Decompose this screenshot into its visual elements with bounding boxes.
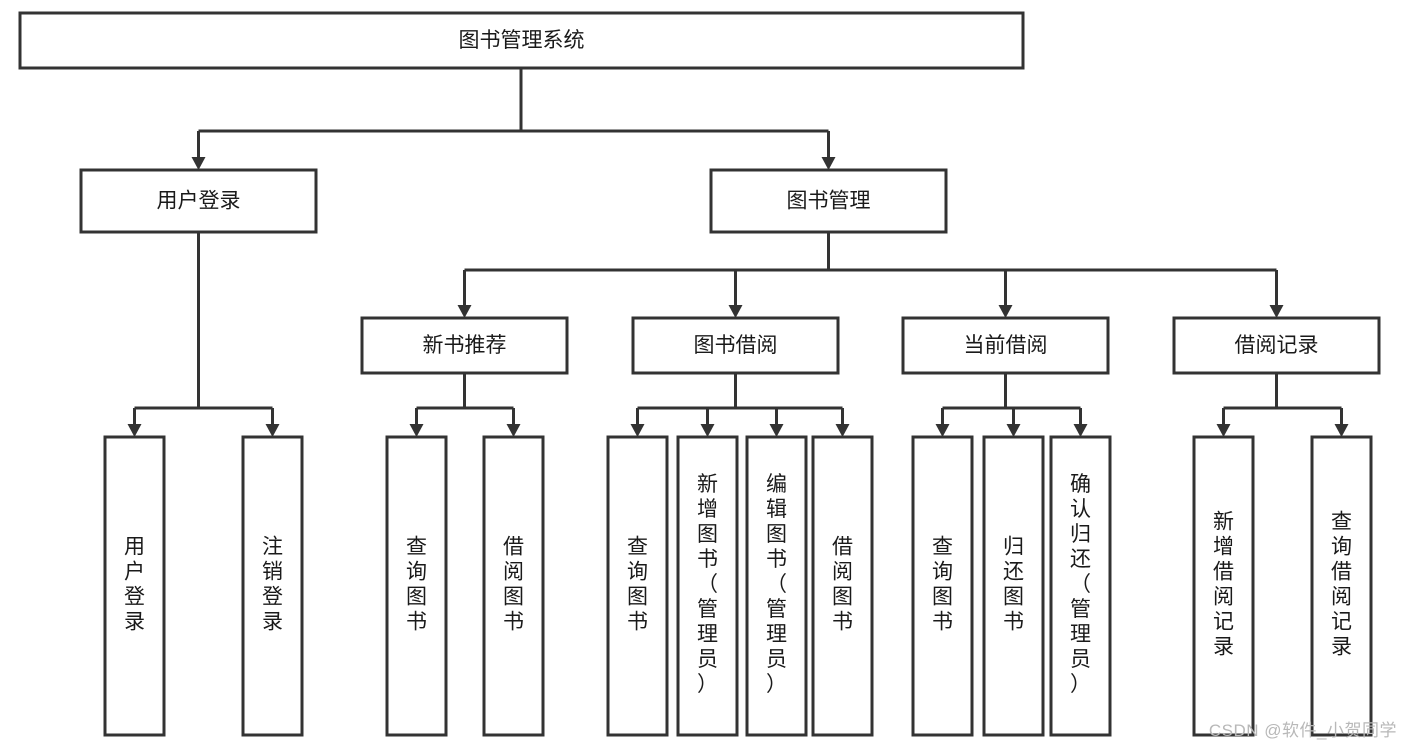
node-leaf-confirm-return-admin-label: 确认归还（管理员） <box>1070 473 1091 696</box>
edge-borrow-record-to-leaf-add-borrow-record-arrowhead <box>1216 424 1231 437</box>
node-leaf-confirm-return-admin[interactable]: 确认归还（管理员） <box>1049 435 1112 737</box>
node-leaf-query-borrow-record-box <box>1310 435 1373 737</box>
edge-user-login-to-leaf-user-login-arrowhead <box>127 424 142 437</box>
edge-new-book-recommend-to-leaf-query-book-rec-arrowhead <box>409 424 424 437</box>
node-leaf-confirm-return-admin-box <box>1049 435 1112 737</box>
edge-bookmanage-to-new-book-recommend-arrowhead <box>457 305 472 318</box>
node-leaf-return-book-label: 归还图书 <box>1003 536 1024 634</box>
node-leaf-query-book-borrow[interactable]: 查询图书 <box>606 435 669 737</box>
node-leaf-query-book-current-label: 查询图书 <box>932 536 953 634</box>
node-book-borrow-box <box>631 316 840 375</box>
nodes-layer: 图书管理系统用户登录图书管理新书推荐图书借阅当前借阅借阅记录用户登录注销登录查询… <box>18 11 1381 737</box>
node-root-box <box>18 11 1025 70</box>
edge-current-borrow-to-leaf-confirm-return-admin-arrowhead <box>1073 424 1088 437</box>
node-leaf-borrow-book-rec-box <box>482 435 545 737</box>
edge-new-book-recommend-to-leaf-borrow-book-rec-arrowhead <box>506 424 521 437</box>
edge-bookmanage-to-book-borrow-arrowhead <box>728 305 743 318</box>
edge-bookmanage-to-borrow-record-arrowhead <box>1269 305 1284 318</box>
node-leaf-user-login[interactable]: 用户登录 <box>103 435 166 737</box>
node-leaf-add-borrow-record[interactable]: 新增借阅记录 <box>1192 435 1255 737</box>
watermark-text: CSDN @软件_小贺同学 <box>1208 721 1397 740</box>
node-new-book-recommend[interactable]: 新书推荐 <box>360 316 569 375</box>
node-leaf-query-borrow-record-label: 查询借阅记录 <box>1331 511 1352 659</box>
node-leaf-user-logout-box <box>241 435 304 737</box>
edge-book-borrow-to-leaf-edit-book-admin-arrowhead <box>769 424 784 437</box>
node-book-borrow-label: 图书借阅 <box>694 334 778 357</box>
node-leaf-return-book[interactable]: 归还图书 <box>982 435 1045 737</box>
node-new-book-recommend-label: 新书推荐 <box>423 334 507 357</box>
node-leaf-add-book-admin-label: 新增图书（管理员） <box>697 473 718 696</box>
edge-borrow-record-to-leaf-query-borrow-record-arrowhead <box>1334 424 1349 437</box>
node-leaf-borrow-book-label: 借阅图书 <box>832 536 853 634</box>
edge-bookmanage-to-current-borrow-arrowhead <box>998 305 1013 318</box>
node-new-book-recommend-box <box>360 316 569 375</box>
edge-current-borrow-to-leaf-query-book-current-arrowhead <box>935 424 950 437</box>
node-leaf-query-borrow-record[interactable]: 查询借阅记录 <box>1310 435 1373 737</box>
node-borrow-record-label: 借阅记录 <box>1235 334 1319 357</box>
node-user-login-label: 用户登录 <box>157 190 241 213</box>
edge-book-borrow-to-leaf-query-book-borrow-arrowhead <box>630 424 645 437</box>
node-borrow-record[interactable]: 借阅记录 <box>1172 316 1381 375</box>
node-current-borrow-box <box>901 316 1110 375</box>
node-leaf-user-logout-label: 注销登录 <box>262 536 283 634</box>
edge-book-borrow-to-leaf-borrow-book-arrowhead <box>835 424 850 437</box>
node-book-manage-label: 图书管理 <box>787 190 871 213</box>
node-leaf-query-book-rec-label: 查询图书 <box>406 536 427 634</box>
node-borrow-record-box <box>1172 316 1381 375</box>
node-leaf-add-book-admin[interactable]: 新增图书（管理员） <box>676 435 739 737</box>
node-leaf-query-book-rec[interactable]: 查询图书 <box>385 435 448 737</box>
node-leaf-query-book-current-box <box>911 435 974 737</box>
node-root-label: 图书管理系统 <box>459 29 585 52</box>
node-leaf-user-login-box <box>103 435 166 737</box>
node-leaf-return-book-box <box>982 435 1045 737</box>
node-leaf-add-book-admin-box <box>676 435 739 737</box>
node-leaf-edit-book-admin-label: 编辑图书（管理员） <box>766 473 787 696</box>
node-leaf-add-borrow-record-box <box>1192 435 1255 737</box>
node-book-manage-box <box>709 168 948 234</box>
node-book-manage[interactable]: 图书管理 <box>709 168 948 234</box>
node-current-borrow-label: 当前借阅 <box>964 334 1048 357</box>
node-user-login[interactable]: 用户登录 <box>79 168 318 234</box>
node-leaf-user-logout[interactable]: 注销登录 <box>241 435 304 737</box>
node-leaf-borrow-book-rec[interactable]: 借阅图书 <box>482 435 545 737</box>
edge-root-to-user-login-arrowhead <box>191 157 206 170</box>
node-leaf-edit-book-admin[interactable]: 编辑图书（管理员） <box>745 435 808 737</box>
node-leaf-query-book-borrow-box <box>606 435 669 737</box>
node-user-login-box <box>79 168 318 234</box>
node-leaf-query-book-current[interactable]: 查询图书 <box>911 435 974 737</box>
node-leaf-user-login-label: 用户登录 <box>124 536 145 634</box>
node-book-borrow[interactable]: 图书借阅 <box>631 316 840 375</box>
edge-current-borrow-to-leaf-return-book-arrowhead <box>1006 424 1021 437</box>
node-leaf-edit-book-admin-box <box>745 435 808 737</box>
node-leaf-borrow-book-box <box>811 435 874 737</box>
node-leaf-query-book-borrow-label: 查询图书 <box>627 536 648 634</box>
node-leaf-borrow-book[interactable]: 借阅图书 <box>811 435 874 737</box>
node-leaf-query-book-rec-box <box>385 435 448 737</box>
node-leaf-add-borrow-record-label: 新增借阅记录 <box>1213 511 1234 659</box>
edge-user-login-to-leaf-user-logout-arrowhead <box>265 424 280 437</box>
node-leaf-borrow-book-rec-label: 借阅图书 <box>503 536 524 634</box>
node-current-borrow[interactable]: 当前借阅 <box>901 316 1110 375</box>
edge-root-to-book-manage-arrowhead <box>821 157 836 170</box>
edge-book-borrow-to-leaf-add-book-admin-arrowhead <box>700 424 715 437</box>
edges-layer <box>127 68 1349 437</box>
node-root[interactable]: 图书管理系统 <box>18 11 1025 70</box>
